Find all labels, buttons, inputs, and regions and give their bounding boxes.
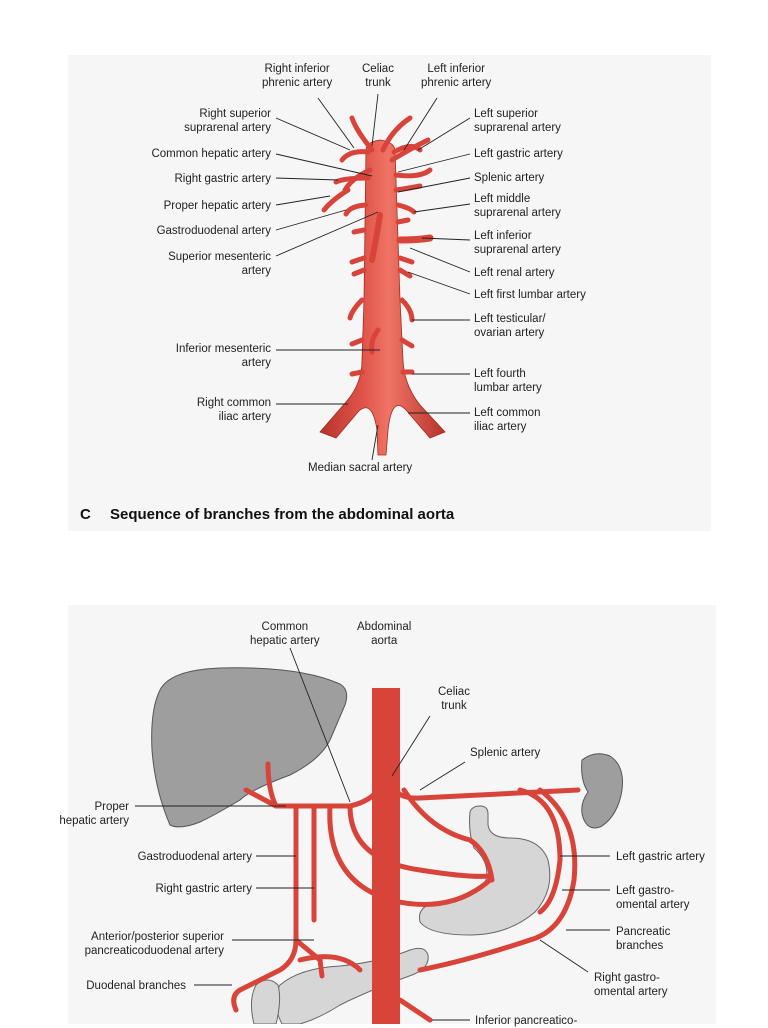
duodenum-organ xyxy=(250,979,281,1024)
label-superior-mesenteric: Superior mesenteric artery xyxy=(168,251,271,277)
caption-text: Sequence of branches from the abdominal … xyxy=(110,506,455,523)
bottom-leader-lines xyxy=(135,647,610,1021)
label-left-gastroomental: Left gastro- omental artery xyxy=(616,885,690,911)
label-inferior-mesenteric: Inferior mesenteric artery xyxy=(175,343,271,369)
label-common-hepatic-bottom: Common hepatic artery xyxy=(250,621,320,647)
bottom-arteries xyxy=(231,688,581,1024)
label-splenic-top: Splenic artery xyxy=(474,172,545,184)
label-left-gastric-bottom: Left gastric artery xyxy=(616,851,705,863)
label-right-superior-suprarenal: Right superior suprarenal artery xyxy=(184,108,271,134)
label-left-inferior-suprarenal: Left inferior suprarenal artery xyxy=(474,230,561,256)
label-right-gastric-bottom: Right gastric artery xyxy=(155,883,252,895)
label-duodenal-branches: Duodenal branches xyxy=(86,980,186,992)
figure-caption: C Sequence of branches from the abdominal… xyxy=(80,506,454,523)
label-right-common-iliac: Right common iliac artery xyxy=(196,397,271,423)
label-celiac-trunk-bottom: Celiac trunk xyxy=(438,686,470,712)
label-median-sacral: Median sacral artery xyxy=(308,462,413,474)
label-splenic-bottom: Splenic artery xyxy=(470,747,541,759)
label-common-hepatic-top: Common hepatic artery xyxy=(151,148,271,160)
label-left-fourth-lumbar: Left fourth lumbar artery xyxy=(474,368,542,394)
label-celiac-trunk-top: Celiac trunk xyxy=(362,63,394,89)
label-left-renal: Left renal artery xyxy=(474,267,555,279)
label-gastroduodenal-top: Gastroduodenal artery xyxy=(156,225,271,237)
spleen-organ xyxy=(581,753,623,829)
label-right-inferior-phrenic: Right inferior phrenic artery xyxy=(262,63,333,89)
label-left-superior-suprarenal: Left superior suprarenal artery xyxy=(474,108,561,134)
aorta-vessel xyxy=(319,115,446,456)
label-right-gastric-top: Right gastric artery xyxy=(174,173,271,185)
label-pancreatic-branches: Pancreatic branches xyxy=(616,926,671,952)
label-abdominal-aorta: Abdominal aorta xyxy=(357,621,412,647)
label-proper-hepatic-top: Proper hepatic artery xyxy=(163,200,271,212)
label-right-gastroomental: Right gastro- omental artery xyxy=(594,972,668,998)
top-leader-lines xyxy=(275,93,471,461)
liver-organ xyxy=(151,667,348,828)
label-left-inferior-phrenic: Left inferior phrenic artery xyxy=(421,63,492,89)
label-left-testicular: Left testicular/ ovarian artery xyxy=(474,313,546,339)
label-gastroduodenal-bottom: Gastroduodenal artery xyxy=(137,851,252,863)
label-left-common-iliac: Left common iliac artery xyxy=(474,407,541,433)
label-proper-hepatic-bottom: Proper hepatic artery xyxy=(59,801,129,827)
label-left-first-lumbar: Left first lumbar artery xyxy=(474,289,586,301)
label-inferior-pd: Inferior pancreatico- xyxy=(475,1015,578,1027)
label-left-middle-suprarenal: Left middle suprarenal artery xyxy=(474,193,561,219)
label-ant-post-sup-pd: Anterior/posterior superior pancreaticod… xyxy=(84,931,224,957)
label-left-gastric-top: Left gastric artery xyxy=(474,148,563,160)
caption-letter: C xyxy=(80,506,91,523)
